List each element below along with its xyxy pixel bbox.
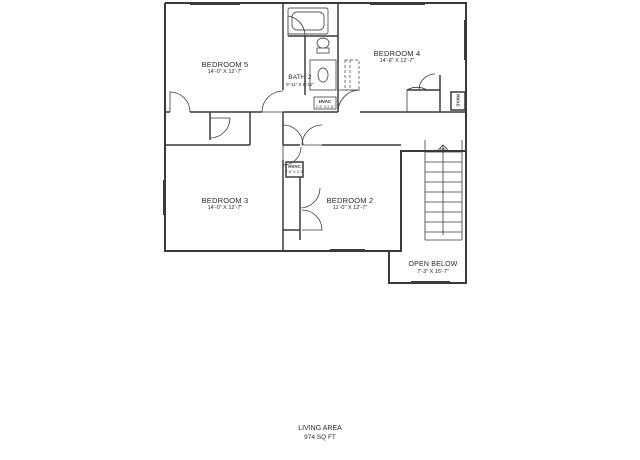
bath-hvac-name: HVAC xyxy=(318,99,332,104)
living-area-title: LIVING AREA xyxy=(298,425,342,432)
toilet xyxy=(316,37,330,49)
bath-hvac-dims: 2'-6" X 2'-6" xyxy=(315,105,335,109)
stair-down-label: DN xyxy=(439,147,447,152)
open-below-name: OPEN BELOW xyxy=(408,261,458,268)
bedroom5-name: BEDROOM 5 xyxy=(201,60,249,69)
hall-hvac-dims: 2'-6" X 2'-0" xyxy=(285,170,304,174)
windows xyxy=(163,4,465,282)
exterior-walls xyxy=(164,2,467,284)
bedroom4-hvac-name: HVAC xyxy=(455,94,461,107)
bathtub xyxy=(287,7,329,35)
bedroom3-dims: 14'-0" X 12'-7" xyxy=(207,205,243,211)
open-below-dims: 7'-3" X 15'-7" xyxy=(417,269,449,275)
bath-hvac-box xyxy=(313,96,337,110)
interior-walls xyxy=(165,3,466,251)
door-swings xyxy=(169,15,436,231)
closet-shelves xyxy=(344,59,360,91)
vanity xyxy=(309,59,337,91)
bath2-name: BATH 2 xyxy=(288,74,312,81)
hall-hvac-name: HVAC xyxy=(288,164,301,169)
staircase xyxy=(424,140,463,241)
bedroom5-dims: 14'-0" X 12'-7" xyxy=(207,69,243,75)
bedroom4-dims: 14'-8" X 12'-7" xyxy=(379,58,415,64)
bedroom2-name: BEDROOM 2 xyxy=(326,196,374,205)
bedroom3-name: BEDROOM 3 xyxy=(201,196,249,205)
bedroom4-name: BEDROOM 4 xyxy=(373,49,421,58)
living-area-value: 974 SQ FT xyxy=(304,434,336,441)
bath-fixtures xyxy=(287,7,337,110)
bath2-dims: 9'-11" X 5'-11" xyxy=(286,82,314,87)
bedroom2-dims: 11'-0" X 12'-7" xyxy=(332,205,368,211)
